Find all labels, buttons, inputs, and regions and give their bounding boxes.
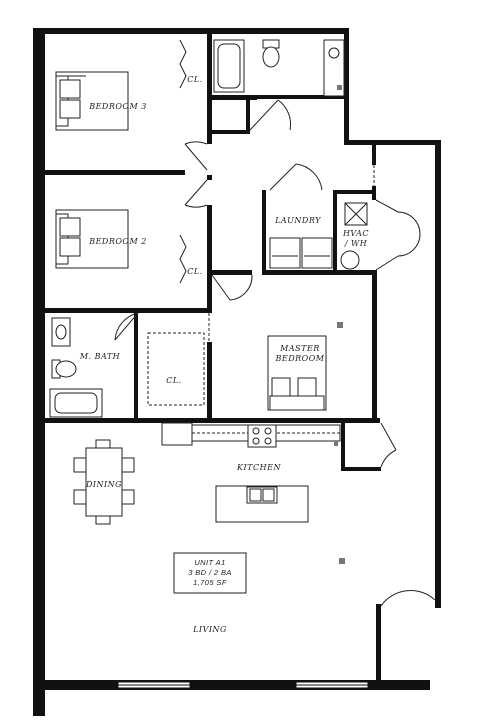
unit-name: UNIT A1 bbox=[194, 558, 225, 567]
south-windows bbox=[117, 681, 369, 689]
dining-set bbox=[73, 439, 135, 525]
label-closet-bath: CL. bbox=[166, 376, 181, 385]
label-dining: DINING bbox=[85, 480, 122, 489]
label-closet-bed3: CL. bbox=[187, 75, 202, 84]
label-hvac: HVAC bbox=[342, 229, 369, 238]
unit-square-feet: 1,705 SF bbox=[193, 578, 227, 587]
label-living: LIVING bbox=[192, 625, 227, 634]
bath-fixtures bbox=[49, 39, 345, 418]
ceiling-markers bbox=[334, 322, 345, 564]
exterior-walls bbox=[33, 28, 441, 716]
kitchen bbox=[161, 422, 341, 523]
closet-bifolds bbox=[147, 39, 205, 406]
label-kitchen: KITCHEN bbox=[236, 463, 281, 472]
laundry-appliances bbox=[269, 202, 368, 270]
unit-bed-bath: 3 BD / 2 BA bbox=[188, 568, 232, 577]
room-labels: BEDROOM 3 BEDROOM 2 CL. CL. CL. LAUNDRY … bbox=[79, 75, 369, 634]
label-bedroom-2: BEDROOM 2 bbox=[88, 237, 147, 246]
label-water-heater: / WH bbox=[344, 239, 368, 248]
label-master-bedroom: BEDROOM bbox=[275, 354, 325, 363]
beds bbox=[55, 71, 327, 411]
unit-info-box: UNIT A1 3 BD / 2 BA 1,705 SF bbox=[173, 552, 247, 594]
label-master: MASTER bbox=[279, 344, 320, 353]
label-laundry: LAUNDRY bbox=[274, 216, 321, 225]
doors bbox=[114, 99, 436, 607]
label-closet-bed2: CL. bbox=[187, 267, 202, 276]
label-master-bath: M. BATH bbox=[79, 352, 121, 361]
label-bedroom-3: BEDROOM 3 bbox=[88, 102, 147, 111]
